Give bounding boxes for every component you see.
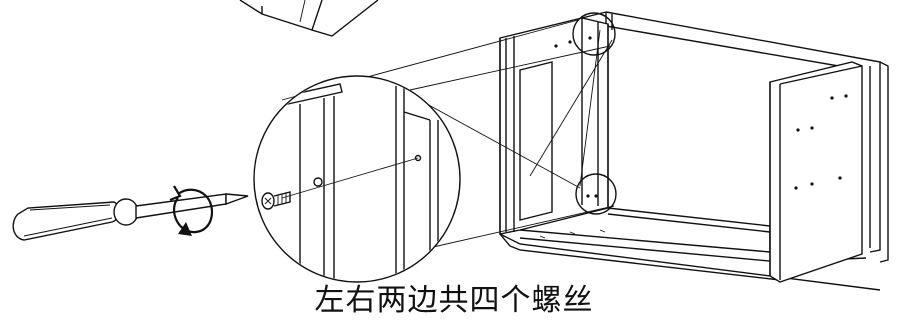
cabinet-frame <box>499 11 889 291</box>
clockwise-rotation-arrow-icon <box>169 185 214 236</box>
magnified-detail-icon <box>253 75 461 283</box>
screwdriver-icon <box>12 193 249 241</box>
instruction-caption: 左右两边共四个螺丝 <box>314 283 594 318</box>
detail-callout-circles <box>572 12 617 215</box>
previous-step-panel <box>239 0 379 37</box>
screw-icon <box>261 191 291 210</box>
callout-connector-lines <box>281 19 615 251</box>
